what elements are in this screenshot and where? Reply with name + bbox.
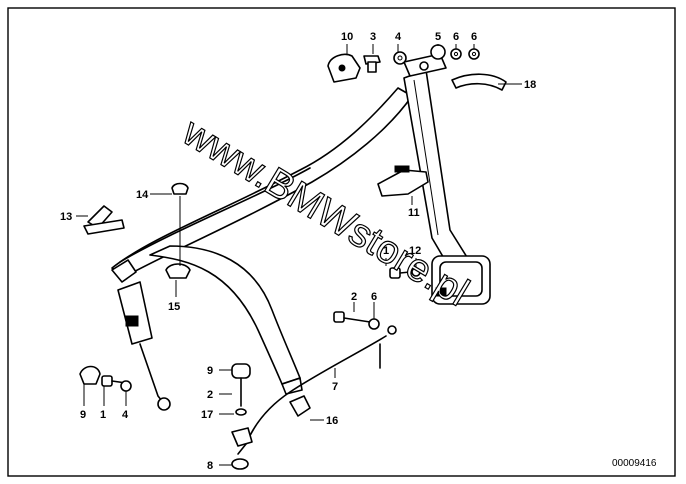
- callout-2-middle: 2: [351, 291, 357, 303]
- callout-2-lower: 2: [207, 389, 213, 401]
- rail-clip: [289, 395, 311, 417]
- guide-rail: [237, 335, 387, 455]
- callout-5: 5: [435, 31, 441, 43]
- callout-12: 12: [409, 245, 421, 257]
- upper-anchor-plate: [403, 53, 447, 77]
- callout-4-left: 4: [122, 409, 129, 421]
- retractor-bolt: [389, 267, 421, 279]
- callout-14: 14: [136, 189, 149, 201]
- belt-webbing: [111, 69, 471, 395]
- callout-16: 16: [326, 415, 338, 427]
- callout-17: 17: [201, 409, 213, 421]
- diagram-number: 00009416: [612, 458, 657, 469]
- belt-retractor: [431, 255, 491, 305]
- callout-9-left: 9: [80, 409, 86, 421]
- anchor-bolt: [333, 311, 397, 335]
- callout-6-middle: 6: [371, 291, 377, 303]
- leader-lines: [76, 44, 522, 466]
- callout-1-right: 1: [383, 245, 389, 257]
- strap-clip: [83, 205, 125, 235]
- buckle-hardware: [79, 365, 132, 392]
- belt-guide: [377, 165, 429, 197]
- callout-13: 13: [60, 211, 72, 223]
- diagram-frame: [7, 7, 676, 477]
- callout-labels: 10 3 4 5 6 6 18 11 1 12 2 6 7 16 14 13 1…: [60, 31, 536, 472]
- callout-11: 11: [408, 207, 420, 219]
- cap-and-guide: [165, 182, 191, 279]
- callout-9-middle: 9: [207, 365, 213, 377]
- callout-15: 15: [168, 301, 180, 313]
- lower-bolt-stack: [231, 363, 253, 470]
- callout-18: 18: [524, 79, 536, 91]
- callout-8: 8: [207, 460, 213, 472]
- callout-7: 7: [332, 381, 338, 393]
- cover-cap: [451, 73, 507, 91]
- callout-3: 3: [370, 31, 376, 43]
- buckle-assembly: [111, 259, 171, 411]
- callout-1-left: 1: [100, 409, 106, 421]
- callout-6-top-b: 6: [471, 31, 477, 43]
- top-hardware: [327, 44, 480, 83]
- callout-10: 10: [341, 31, 353, 43]
- callout-6-top-a: 6: [453, 31, 459, 43]
- callout-4-top: 4: [395, 31, 402, 43]
